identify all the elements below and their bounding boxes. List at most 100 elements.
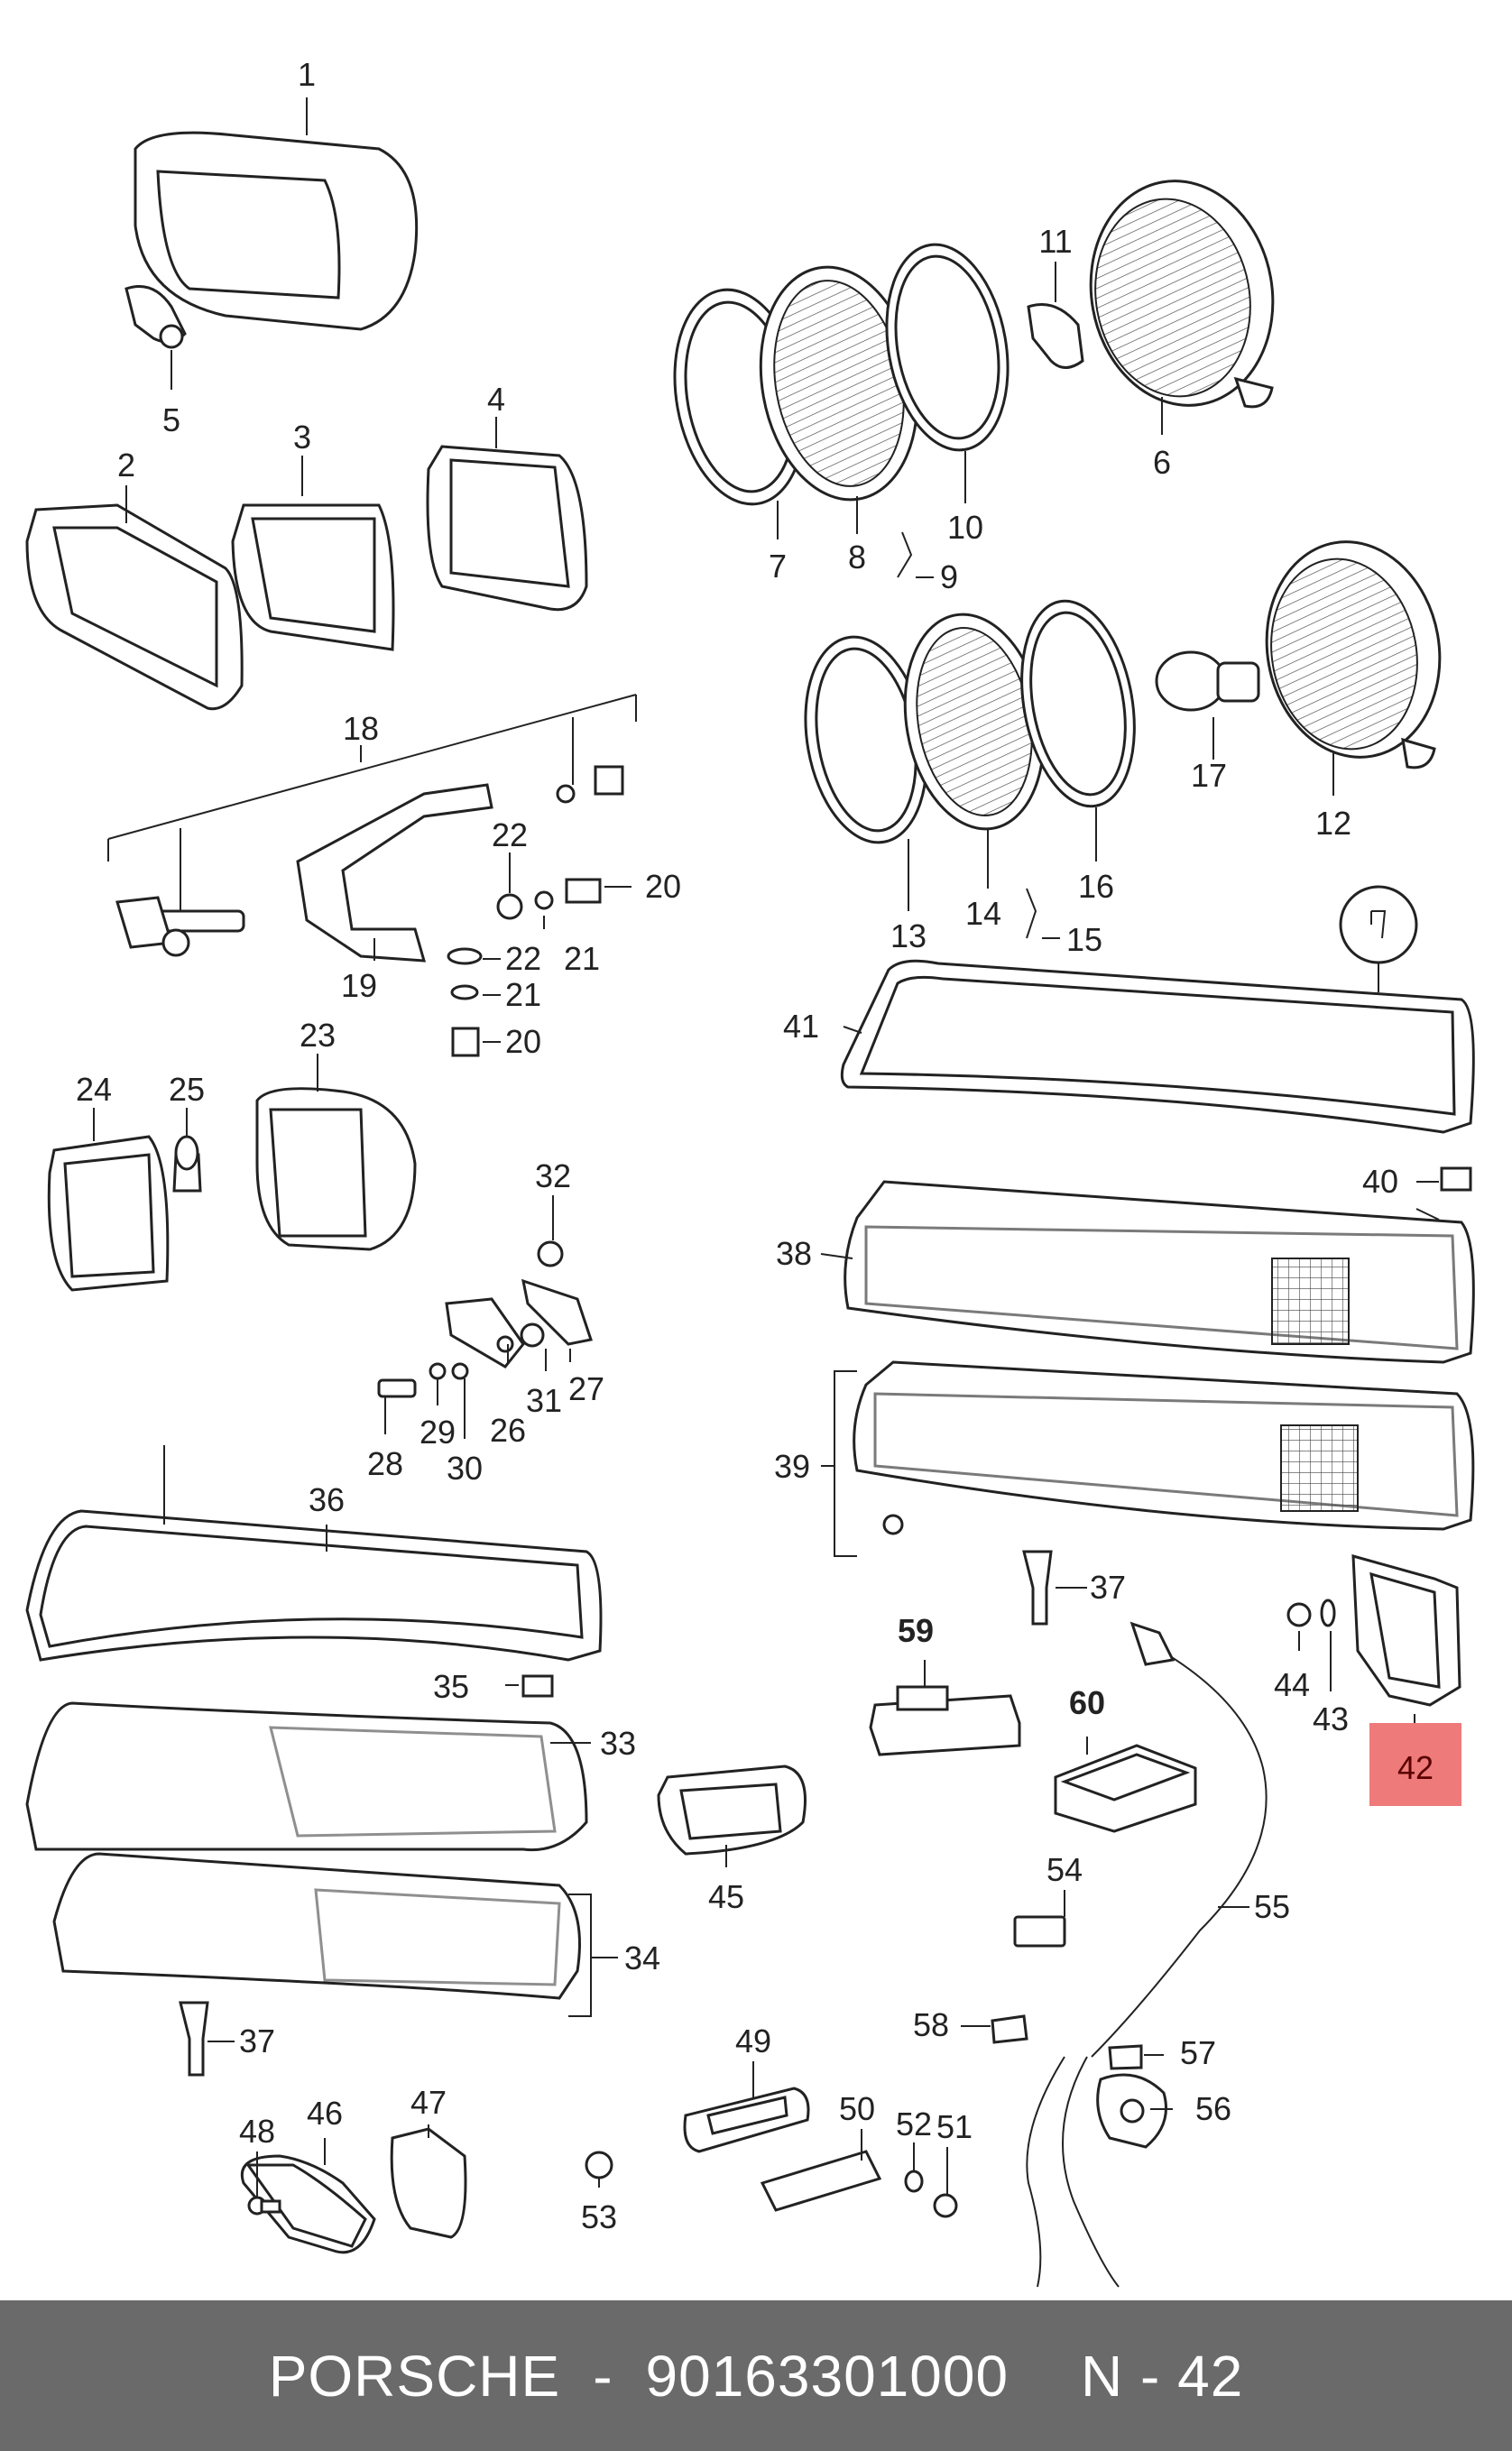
parts-diagram: 1 5 2 3 4 18 22 20 21 19 22 21 20 23 24 … — [25, 56, 1475, 2288]
callout-5: 5 — [162, 401, 180, 438]
part-number: 90163301000 — [645, 2343, 1010, 2409]
bulb-holder-5 — [124, 285, 187, 349]
callout-40: 40 — [1362, 1163, 1398, 1200]
leader-lines — [93, 97, 1440, 2197]
callout-55: 55 — [1254, 1888, 1290, 1925]
relay-60 — [1054, 1744, 1197, 1833]
washers-22-21-20 — [447, 765, 624, 1057]
callout-17: 17 — [1191, 757, 1227, 794]
callout-23: 23 — [300, 1017, 336, 1054]
callout-9: 9 — [940, 558, 958, 595]
callout-57: 57 — [1180, 2034, 1216, 2071]
callout-33: 33 — [600, 1725, 636, 1762]
callout-31: 31 — [526, 1382, 562, 1419]
callout-37b: 37 — [1090, 1569, 1126, 1606]
callout-34: 34 — [624, 1940, 660, 1976]
lamp-6 — [1089, 180, 1275, 409]
clip-40 — [1440, 1166, 1472, 1192]
lens-39 — [853, 1360, 1475, 1535]
callout-43: 43 — [1313, 1700, 1349, 1737]
callout-4: 4 — [487, 381, 505, 418]
callout-3: 3 — [293, 419, 311, 456]
bolt-assembly — [115, 896, 245, 957]
callout-21a: 21 — [564, 940, 600, 977]
lens-24 — [47, 1135, 170, 1292]
callout-20b: 20 — [505, 1023, 541, 1060]
callout-37a: 37 — [239, 2023, 275, 2059]
ref-circle-right — [1339, 885, 1418, 964]
callout-15: 15 — [1066, 921, 1102, 958]
callout-26: 26 — [490, 1412, 526, 1449]
footer-bar: PORSCHE - 90163301000 N - 42 — [0, 2300, 1512, 2451]
callout-20a: 20 — [645, 868, 681, 905]
callout-6: 6 — [1153, 444, 1171, 481]
gasket-36 — [25, 1509, 603, 1662]
plug-37-right — [1022, 1550, 1053, 1626]
lens-34 — [52, 1852, 581, 2000]
fog-lamp-rect — [134, 131, 419, 331]
callout-49: 49 — [735, 2023, 771, 2059]
headlamp-lens-8 — [759, 265, 919, 502]
callout-59: 59 — [898, 1612, 934, 1649]
callout-labels: 1 5 2 3 4 18 22 20 21 19 22 21 20 23 24 … — [76, 56, 1398, 2235]
callout-30: 30 — [447, 1450, 483, 1487]
callout-22a: 22 — [492, 816, 528, 853]
callout-16: 16 — [1078, 868, 1114, 905]
callout-24: 24 — [76, 1071, 112, 1108]
bracket-19 — [296, 783, 493, 963]
callout-18: 18 — [343, 710, 379, 747]
bulb-17 — [1155, 650, 1260, 712]
lens-3 — [231, 503, 395, 651]
callout-60: 60 — [1069, 1684, 1105, 1721]
headlamp-lens-14 — [903, 613, 1046, 831]
callout-7: 7 — [769, 548, 787, 585]
callout-50: 50 — [839, 2090, 875, 2127]
diagram-reference: N - 42 — [1081, 2343, 1244, 2409]
callout-14: 14 — [965, 895, 1001, 932]
headlamp-ring-13 — [804, 635, 928, 844]
callout-54: 54 — [1046, 1851, 1083, 1888]
separator: - — [593, 2343, 613, 2409]
callout-48: 48 — [239, 2113, 275, 2150]
frame-2 — [25, 503, 244, 711]
callout-36: 36 — [309, 1481, 345, 1518]
callout-8: 8 — [848, 539, 866, 576]
callout-38: 38 — [776, 1235, 812, 1272]
callout-44: 44 — [1274, 1666, 1310, 1703]
gasket-10 — [885, 243, 1010, 452]
callout-10: 10 — [947, 509, 983, 546]
callout-29: 29 — [419, 1414, 456, 1451]
callout-47: 47 — [410, 2084, 447, 2121]
callout-39: 39 — [774, 1448, 810, 1485]
plug-37-left — [179, 2001, 209, 2077]
gasket-16 — [1020, 599, 1136, 808]
bulb-holder-11 — [1027, 303, 1084, 369]
lens-38 — [844, 1180, 1475, 1364]
callout-46: 46 — [307, 2095, 343, 2132]
callout-53: 53 — [581, 2198, 617, 2235]
part-54 — [1013, 1915, 1066, 1948]
brand-name: PORSCHE — [268, 2343, 561, 2409]
callout-28: 28 — [367, 1445, 403, 1482]
callout-58: 58 — [913, 2006, 949, 2043]
gasket-41 — [840, 959, 1475, 1134]
callout-42: 42 — [1397, 1749, 1434, 1786]
callout-12: 12 — [1315, 805, 1351, 842]
callout-32: 32 — [535, 1157, 571, 1194]
housing-42 — [1286, 1553, 1461, 1707]
callout-19: 19 — [341, 967, 377, 1004]
bulb-25 — [172, 1135, 202, 1193]
callout-56: 56 — [1195, 2090, 1231, 2127]
callout-35: 35 — [433, 1668, 469, 1705]
lens-33 — [25, 1701, 588, 1852]
bottom-parts-46-53 — [241, 2087, 958, 2254]
clip-35 — [521, 1674, 554, 1698]
callout-41: 41 — [783, 1008, 819, 1045]
callout-45: 45 — [708, 1878, 744, 1915]
lamp-12 — [1265, 540, 1442, 769]
lamp-23 — [255, 1087, 417, 1251]
callout-51: 51 — [936, 2108, 973, 2145]
gasket-4 — [426, 445, 588, 612]
small-parts-26-32 — [377, 1240, 593, 1398]
callout-27: 27 — [568, 1370, 604, 1407]
